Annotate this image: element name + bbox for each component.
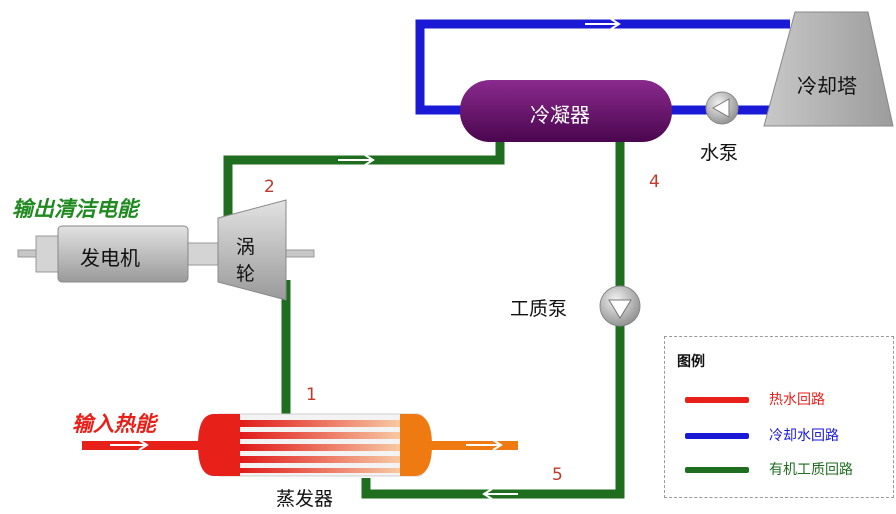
water-pump [705,91,739,125]
generator [17,225,315,283]
input-heat-label: 输入热能 [72,412,156,436]
cooling-flow-arrow [585,18,621,30]
point-4: 4 [649,172,660,192]
generator-label: 发电机 [80,246,140,270]
cooling-tower [763,11,894,127]
point-2: 2 [264,177,275,197]
working-pump-label: 工质泵 [510,298,568,320]
point-5: 5 [552,465,563,485]
turbine [217,199,287,301]
organic-flow-arrows [338,154,518,500]
output-power-label: 输出清洁电能 [12,197,138,221]
legend-swatch [685,397,749,403]
legend-swatch [685,467,749,473]
turbine-label-line2: 轮 [236,263,256,285]
turbine-label-line1: 涡 [236,236,256,258]
legend-title: 图例 [677,354,705,370]
legend-swatch [685,433,749,439]
legend-item-label: 有机工质回路 [769,462,853,478]
condenser-label: 冷凝器 [530,103,590,127]
working-fluid-pump [599,285,641,327]
legend-item-label: 热水回路 [769,392,825,408]
legend: 图例 热水回路 冷却水回路 有机工质回路 [664,336,894,498]
condenser [460,80,672,142]
water-pump-label: 水泵 [700,142,739,164]
point-1: 1 [306,385,317,405]
cooling-tower-label: 冷却塔 [797,74,857,98]
evaporator [198,413,432,477]
legend-item-label: 冷却水回路 [769,428,839,444]
hot-water-line [82,439,518,451]
evaporator-label: 蒸发器 [276,488,334,510]
